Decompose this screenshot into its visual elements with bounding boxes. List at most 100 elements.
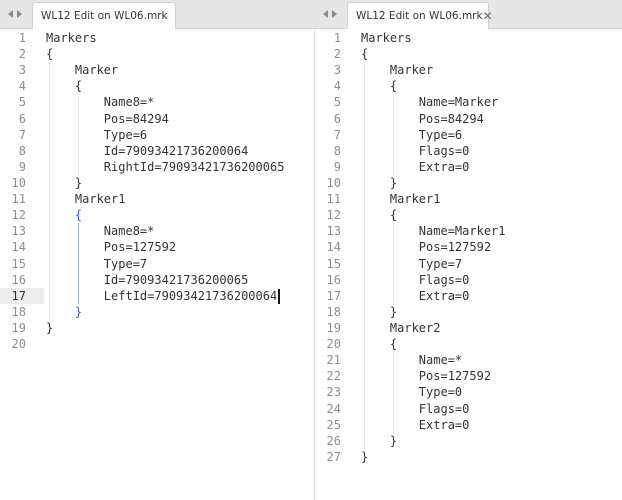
line-number: 14 bbox=[11, 240, 26, 255]
indent-guide bbox=[392, 94, 394, 176]
code-line[interactable]: 3 Marker bbox=[0, 62, 314, 78]
code-text: Extra=0 bbox=[361, 288, 470, 304]
code-line[interactable]: 5 Name8=* bbox=[0, 94, 314, 110]
code-line[interactable]: 10 } bbox=[0, 175, 314, 191]
code-line[interactable]: 9 RightId=79093421736200065 bbox=[0, 159, 314, 175]
code-line[interactable]: 3 Marker bbox=[315, 62, 622, 78]
code-line[interactable]: 17 LeftId=79093421736200064 bbox=[0, 287, 314, 304]
line-number: 7 bbox=[18, 127, 26, 142]
line-number: 13 bbox=[11, 224, 26, 239]
code-text: Type=0 bbox=[361, 384, 462, 400]
code-line[interactable]: 25 Extra=0 bbox=[315, 417, 622, 433]
code-text: } bbox=[361, 433, 397, 449]
code-line[interactable]: 4 { bbox=[315, 78, 622, 94]
code-line[interactable]: 2{ bbox=[315, 46, 622, 62]
line-text: Pos=84294 bbox=[361, 111, 484, 126]
code-line[interactable]: 21 Name=* bbox=[315, 352, 622, 368]
code-line[interactable]: 7 Type=6 bbox=[0, 127, 314, 143]
code-text: } bbox=[361, 449, 368, 465]
line-number: 23 bbox=[326, 385, 341, 400]
line-text: } bbox=[361, 304, 398, 319]
tab-title: WL12 Edit on WL06.mrk bbox=[356, 10, 483, 22]
code-line[interactable]: 7 Type=6 bbox=[315, 127, 622, 143]
indent-guide bbox=[49, 62, 50, 321]
code-line[interactable]: 4 { bbox=[0, 78, 314, 94]
code-line[interactable]: 16 Flags=0 bbox=[315, 272, 622, 288]
code-line[interactable]: 9 Extra=0 bbox=[315, 159, 622, 175]
line-text: Id=79093421736200064 bbox=[46, 143, 249, 158]
line-number: 17 bbox=[11, 288, 26, 303]
chevron-right-icon[interactable] bbox=[17, 10, 22, 18]
line-number: 16 bbox=[11, 272, 26, 287]
code-line[interactable]: 12 { bbox=[315, 207, 622, 223]
tab-wl12-edit-right[interactable]: WL12 Edit on WL06.mrk ✕ bbox=[347, 2, 493, 29]
code-line[interactable]: 12 { bbox=[0, 207, 314, 223]
line-number: 21 bbox=[326, 353, 341, 368]
code-line[interactable]: 19} bbox=[0, 320, 314, 336]
chevron-left-icon[interactable] bbox=[323, 10, 328, 18]
code-line[interactable]: 16 Id=79093421736200065 bbox=[0, 272, 314, 288]
code-line[interactable]: 10 } bbox=[315, 175, 622, 191]
code-line[interactable]: 5 Name=Marker bbox=[315, 94, 622, 110]
tab-nav-arrows bbox=[315, 0, 345, 28]
line-text: Type=0 bbox=[361, 385, 463, 400]
tab-wl12-edit-left[interactable]: WL12 Edit on WL06.mrk bbox=[32, 2, 176, 29]
code-line[interactable]: 6 Pos=84294 bbox=[0, 111, 314, 127]
line-number: 26 bbox=[326, 433, 341, 448]
code-line[interactable]: 22 Pos=127592 bbox=[315, 368, 622, 384]
code-text: { bbox=[46, 78, 82, 94]
code-line[interactable]: 24 Flags=0 bbox=[315, 401, 622, 417]
line-text: Name=Marker1 bbox=[361, 224, 506, 239]
code-line[interactable]: 8 Flags=0 bbox=[315, 143, 622, 159]
line-text: Marker1 bbox=[46, 192, 126, 207]
code-line[interactable]: 17 Extra=0 bbox=[315, 288, 622, 304]
tab-bar: WL12 Edit on WL06.mrk bbox=[0, 0, 314, 29]
code-line[interactable]: 19 Marker2 bbox=[315, 320, 622, 336]
line-number: 19 bbox=[326, 320, 341, 335]
line-text: Flags=0 bbox=[361, 272, 470, 287]
code-line[interactable]: 11 Marker1 bbox=[0, 191, 314, 207]
chevron-left-icon[interactable] bbox=[8, 10, 13, 18]
line-text: Extra=0 bbox=[361, 288, 470, 303]
line-number: 20 bbox=[11, 337, 26, 352]
code-line[interactable]: 11 Marker1 bbox=[315, 191, 622, 207]
line-text: Name=Marker bbox=[361, 95, 499, 110]
code-line[interactable]: 20 bbox=[0, 336, 314, 352]
line-number: 18 bbox=[11, 304, 26, 319]
code-line[interactable]: 23 Type=0 bbox=[315, 384, 622, 400]
line-text: Pos=127592 bbox=[361, 369, 492, 384]
line-number: 12 bbox=[326, 208, 341, 223]
code-text: } bbox=[361, 175, 397, 191]
code-line[interactable]: 13 Name=Marker1 bbox=[315, 223, 622, 239]
line-number: 4 bbox=[333, 79, 341, 94]
code-line[interactable]: 15 Type=7 bbox=[315, 256, 622, 272]
code-text: Markers bbox=[361, 30, 412, 46]
line-number: 11 bbox=[326, 192, 341, 207]
close-icon[interactable]: ✕ bbox=[482, 9, 493, 23]
tab-title: WL12 Edit on WL06.mrk bbox=[41, 10, 168, 22]
code-line[interactable]: 8 Id=79093421736200064 bbox=[0, 143, 314, 159]
code-line[interactable]: 6 Pos=84294 bbox=[315, 111, 622, 127]
code-line[interactable]: 14 Pos=127592 bbox=[0, 239, 314, 255]
line-text: Flags=0 bbox=[361, 143, 470, 158]
code-text: } bbox=[46, 175, 82, 191]
code-line[interactable]: 26 } bbox=[315, 433, 622, 449]
code-line[interactable]: 14 Pos=127592 bbox=[315, 239, 622, 255]
code-line[interactable]: 18 } bbox=[0, 304, 314, 320]
chevron-right-icon[interactable] bbox=[332, 10, 337, 18]
code-line[interactable]: 2{ bbox=[0, 46, 314, 62]
line-text: } bbox=[46, 320, 54, 335]
line-number: 19 bbox=[11, 320, 26, 335]
code-line[interactable]: 20 { bbox=[315, 336, 622, 352]
code-line[interactable]: 18 } bbox=[315, 304, 622, 320]
code-line[interactable]: 27} bbox=[315, 449, 622, 465]
code-line[interactable]: 15 Type=7 bbox=[0, 256, 314, 272]
line-number: 5 bbox=[18, 95, 26, 110]
line-text: } bbox=[46, 304, 83, 319]
code-line[interactable]: 13 Name8=* bbox=[0, 223, 314, 239]
